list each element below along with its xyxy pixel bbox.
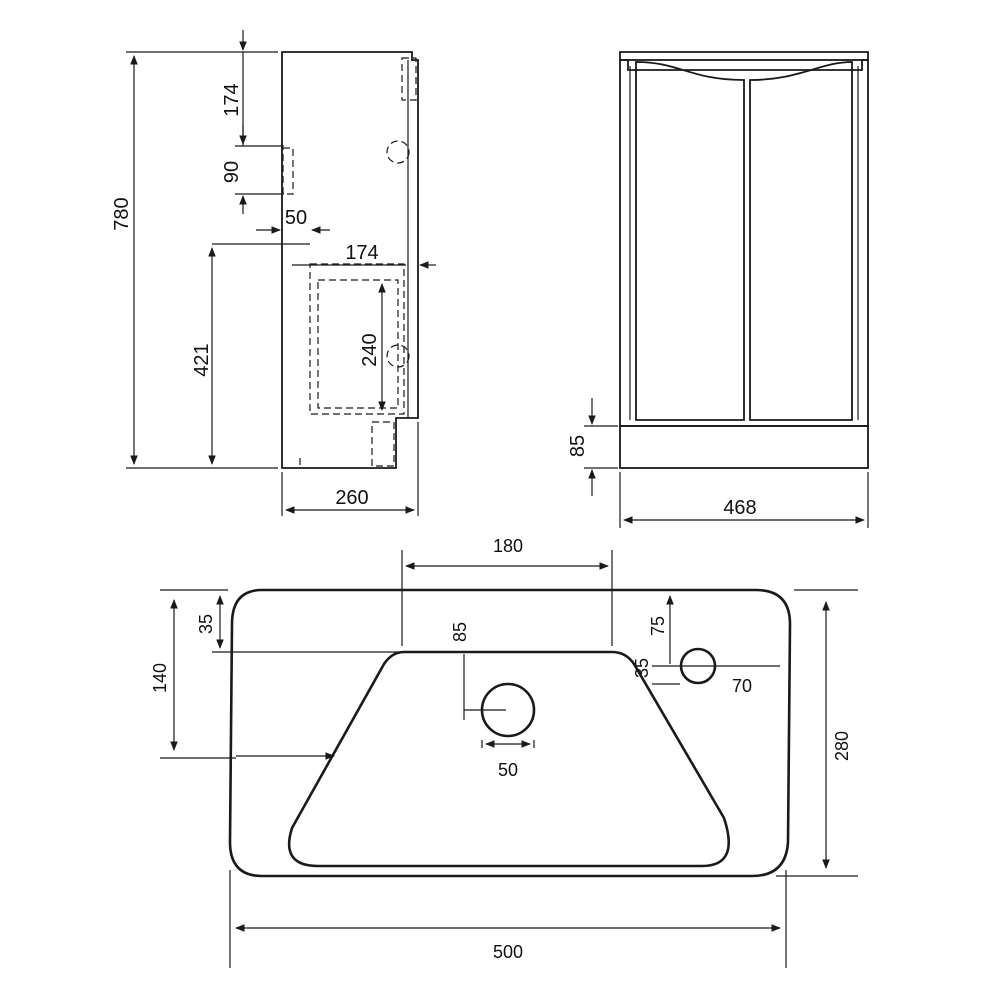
dim-label-plinth-height: 85 — [567, 435, 589, 457]
side-mount-holes — [282, 147, 294, 195]
dim-label-hole-span: 90 — [221, 161, 243, 183]
dim-label-waste-diameter: 50 — [498, 760, 518, 780]
side-shelf-inner — [317, 279, 399, 409]
dim-label-lower-height: 421 — [191, 343, 213, 376]
side-view-outline — [281, 51, 419, 469]
side-hole-lower — [386, 344, 410, 368]
dim-label-edge-to-bowl: 35 — [196, 614, 216, 634]
dim-label-overflow-gap: 35 — [632, 658, 652, 678]
dim-label-tap-spacing: 180 — [493, 536, 523, 556]
front-door-left — [635, 61, 745, 421]
front-view: 85 468 — [567, 51, 869, 528]
dim-label-overflow-diameter: 70 — [732, 676, 752, 696]
side-view: 780 174 90 50 174 421 240 260 — [111, 30, 436, 516]
dim-label-shelf-depth: 174 — [345, 242, 378, 264]
dim-label-top-depth: 280 — [832, 731, 852, 761]
basin-outline — [228, 588, 792, 878]
dim-label-height-total: 780 — [111, 197, 133, 230]
side-shelf-outline — [309, 263, 405, 415]
dim-label-shelf-height: 240 — [359, 333, 381, 366]
basin-bowl — [287, 650, 730, 868]
dim-label-overflow-offset: 75 — [648, 616, 668, 636]
front-plinth — [619, 425, 869, 469]
dim-label-side-depth: 140 — [150, 663, 170, 693]
dim-label-bowl-to-waste: 85 — [450, 622, 470, 642]
side-hinge-top — [401, 57, 417, 101]
top-view: 180 35 140 85 50 75 35 70 280 — [150, 536, 858, 968]
dim-label-top-offset: 174 — [221, 83, 243, 116]
front-door-right — [749, 61, 853, 421]
side-hole-upper — [386, 140, 410, 164]
side-plinth-detail — [371, 421, 395, 467]
front-basin-top — [619, 51, 869, 71]
dim-label-top-width: 500 — [493, 942, 523, 962]
dim-label-depth: 260 — [335, 487, 368, 509]
dim-label-width: 468 — [723, 497, 756, 519]
dim-label-inner-offset: 50 — [285, 207, 307, 229]
